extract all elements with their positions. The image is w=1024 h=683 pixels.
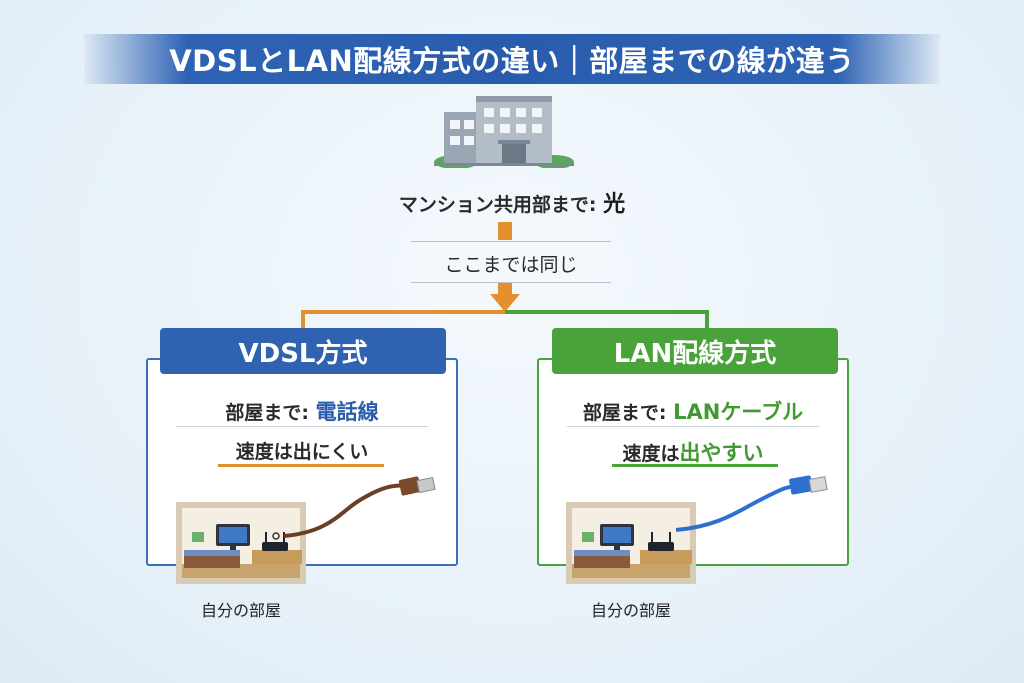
- lan-separator: [567, 426, 819, 427]
- lan-header: LAN配線方式: [552, 328, 838, 374]
- vdsl-line-row: 部屋まで: 電話線: [176, 396, 428, 426]
- vdsl-speed: 速度は出にくい: [235, 441, 369, 463]
- branch-left: [301, 310, 505, 330]
- room-illustration-left: [176, 502, 306, 584]
- vdsl-header: VDSL方式: [160, 328, 446, 374]
- divider-bottom: [411, 282, 611, 283]
- title-banner: VDSLとLAN配線方式の違い｜部屋までの線が違う: [84, 34, 940, 84]
- vdsl-line-label: 部屋まで:: [225, 402, 309, 424]
- lan-line-row: 部屋まで: LANケーブル: [567, 396, 819, 426]
- room-label-right: 自分の部屋: [590, 601, 671, 620]
- page-title: VDSLとLAN配線方式の違い｜部屋までの線が違う: [169, 44, 855, 78]
- phone-line-value: 電話線: [315, 400, 379, 424]
- room-illustration-right: [566, 502, 696, 584]
- arrow-stem-bottom: [498, 282, 512, 296]
- lan-speed-value: 出やすい: [679, 441, 764, 465]
- divider-top: [411, 241, 611, 242]
- lan-line-label: 部屋まで:: [582, 402, 667, 424]
- vdsl-separator: [176, 426, 428, 427]
- lan-speed-underline: [612, 464, 778, 467]
- shared-area-text: マンション共用部まで:: [398, 194, 597, 216]
- down-arrow-icon: [490, 294, 520, 312]
- lan-cable-value: LANケーブル: [673, 400, 804, 424]
- vdsl-speed-underline: [218, 464, 384, 467]
- lan-speed-prefix: 速度は: [622, 443, 680, 465]
- same-until-here: ここまでは同じ: [444, 254, 578, 276]
- apartment-building-icon: [434, 96, 574, 168]
- fiber-value: 光: [603, 192, 626, 217]
- arrow-stem-top: [498, 222, 512, 240]
- shared-area-label: マンション共用部まで: 光: [312, 186, 712, 218]
- room-label-left: 自分の部屋: [200, 601, 281, 620]
- lan-speed-row: 速度は出やすい: [567, 437, 819, 467]
- branch-right: [505, 310, 709, 330]
